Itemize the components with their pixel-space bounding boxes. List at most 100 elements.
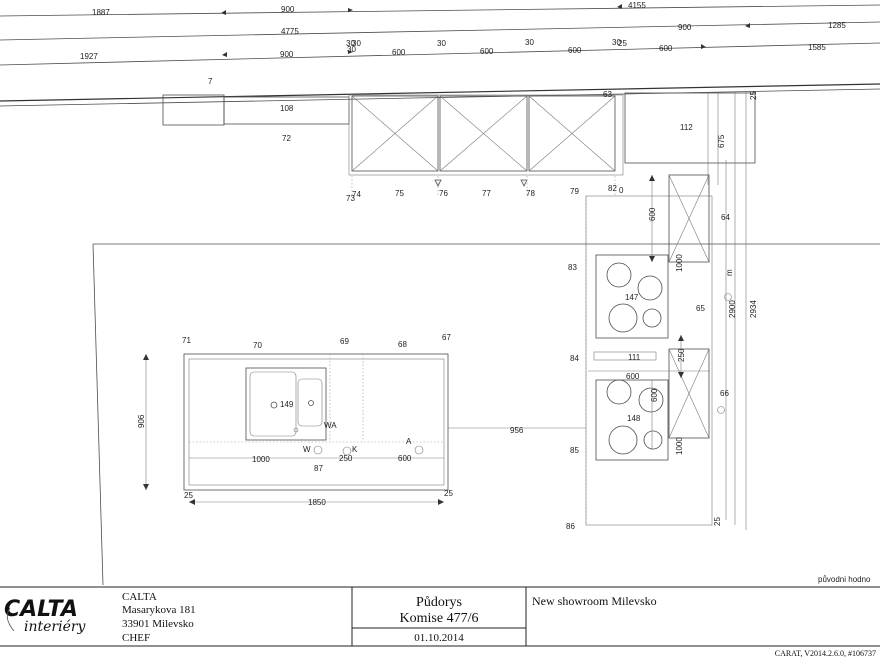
upper-wall-cabinets: [162, 92, 756, 187]
dim-1927: 1927: [80, 52, 98, 61]
label-675: 675: [717, 134, 726, 148]
dim-66: 66: [720, 389, 729, 398]
pos-77: 77: [482, 189, 491, 198]
company-dept: CHEF: [122, 632, 150, 644]
position-numbers-back: 73 74 75 76 77 78 79 82 0: [346, 184, 624, 203]
pos-69: 69: [340, 337, 349, 346]
dim-30-f: 30: [347, 45, 356, 54]
commission-number: Komise 477/6: [400, 611, 479, 626]
dim-30-b: 30: [352, 39, 361, 48]
dim-900-c: 900: [280, 50, 294, 59]
pos-79: 79: [570, 187, 579, 196]
dim-1000-lower: 1000: [675, 437, 684, 455]
pos-67: 67: [442, 333, 451, 342]
dim-4775: 4775: [281, 27, 299, 36]
dim-87: 87: [314, 464, 323, 473]
dim-1000-upper: 1000: [675, 254, 684, 272]
pos-85: 85: [570, 446, 579, 455]
right-cabinet-run: [585, 92, 747, 530]
pos-76: 76: [439, 189, 448, 198]
symbol-k: K: [352, 445, 358, 454]
company-street: Masarykova 181: [122, 604, 196, 616]
pos-68: 68: [398, 340, 407, 349]
dim-1850: 1850: [308, 498, 326, 507]
pos-70: 70: [253, 341, 262, 350]
pos-83: 83: [568, 263, 577, 272]
dim-600-right-lower: 600: [650, 388, 659, 402]
dim-600-c: 600: [568, 46, 582, 55]
dim-600-right-upper: 600: [648, 207, 657, 221]
dim-25-right: 25: [713, 517, 722, 526]
label-108: 108: [280, 104, 294, 113]
pos-149: 149: [280, 400, 294, 409]
room-outline: [92, 243, 880, 586]
company-city: 33901 Milevsko: [122, 618, 194, 630]
dim-600-island: 600: [398, 454, 412, 463]
symbol-w: W: [303, 445, 311, 454]
dim-m: m: [725, 269, 734, 276]
label-112: 112: [680, 123, 693, 132]
dim-1000-island: 1000: [252, 455, 270, 464]
pos-84: 84: [570, 354, 579, 363]
dim-30-c: 30: [437, 39, 446, 48]
company-name: CALTA: [122, 591, 157, 603]
logo-wordmark: CALTA: [4, 597, 78, 622]
software-version: CARAT, V2014.2.6.0, #106737: [775, 649, 876, 658]
dim-2900: 2900: [728, 300, 737, 318]
dimension-labels-top: 1887 900 4155 4775 900 1285 1927 900 30 …: [80, 1, 846, 61]
pos-111: 111: [628, 353, 641, 362]
note-original: původni hodno: [818, 575, 871, 584]
dim-600-b: 600: [480, 47, 494, 56]
label-7: 7: [208, 77, 213, 86]
project-name: New showroom Milevsko: [532, 594, 657, 608]
dim-30-d: 30: [525, 38, 534, 47]
dim-25-island-right: 25: [444, 489, 453, 498]
calta-logo: CALTA interiéry: [4, 597, 87, 635]
dim-25-island-left: 25: [184, 491, 193, 500]
right-labels: 64 1000 65 2900 2934 66 1000 25 m 600 25…: [566, 207, 758, 531]
kitchen-island: [143, 353, 586, 505]
drawing-title: Půdorys: [416, 595, 462, 610]
pos-74: 74: [352, 190, 361, 199]
island-labels: 906 1000 250 600 1850 25 25 956 87 149 7…: [137, 333, 524, 507]
dim-250-right: 250: [677, 348, 686, 362]
dim-906: 906: [137, 414, 146, 428]
pos-0: 0: [619, 186, 624, 195]
label-25-top: 25: [749, 91, 758, 100]
label-63: 63: [603, 90, 612, 99]
dim-65: 65: [696, 304, 705, 313]
pos-71: 71: [182, 336, 191, 345]
title-block: CALTA interiéry CALTA Masarykova 181 339…: [0, 586, 880, 658]
pos-82: 82: [608, 184, 617, 193]
dim-900-a: 900: [281, 5, 295, 14]
dim-25-a: 25: [618, 39, 627, 48]
symbol-wa: WA: [324, 421, 337, 430]
pos-78: 78: [526, 189, 535, 198]
pos-148: 148: [627, 414, 641, 423]
dim-600-right-horiz: 600: [626, 372, 640, 381]
dim-30-a: 30: [346, 39, 355, 48]
pos-73: 73: [346, 194, 355, 203]
dim-600-d: 600: [659, 44, 673, 53]
dimension-chains-top: [0, 4, 880, 107]
dim-900-b: 900: [678, 23, 692, 32]
dim-250-island: 250: [339, 454, 353, 463]
dim-1585: 1585: [808, 43, 826, 52]
dim-1887: 1887: [92, 8, 110, 17]
logo-subline: interiéry: [24, 619, 87, 635]
drawing-date: 01.10.2014: [414, 632, 464, 644]
label-72: 72: [282, 134, 291, 143]
dim-30-e: 30: [612, 38, 621, 47]
dim-956: 956: [510, 426, 524, 435]
pos-147: 147: [625, 293, 639, 302]
pos-75: 75: [395, 189, 404, 198]
dim-2934: 2934: [749, 300, 758, 318]
dim-4155: 4155: [628, 1, 646, 10]
symbol-a: A: [406, 437, 412, 446]
upper-labels: 7 108 72 63 112 25 675: [208, 77, 758, 148]
dim-600-a: 600: [392, 48, 406, 57]
dim-1285: 1285: [828, 21, 846, 30]
dim-64: 64: [721, 213, 730, 222]
pos-86: 86: [566, 522, 575, 531]
